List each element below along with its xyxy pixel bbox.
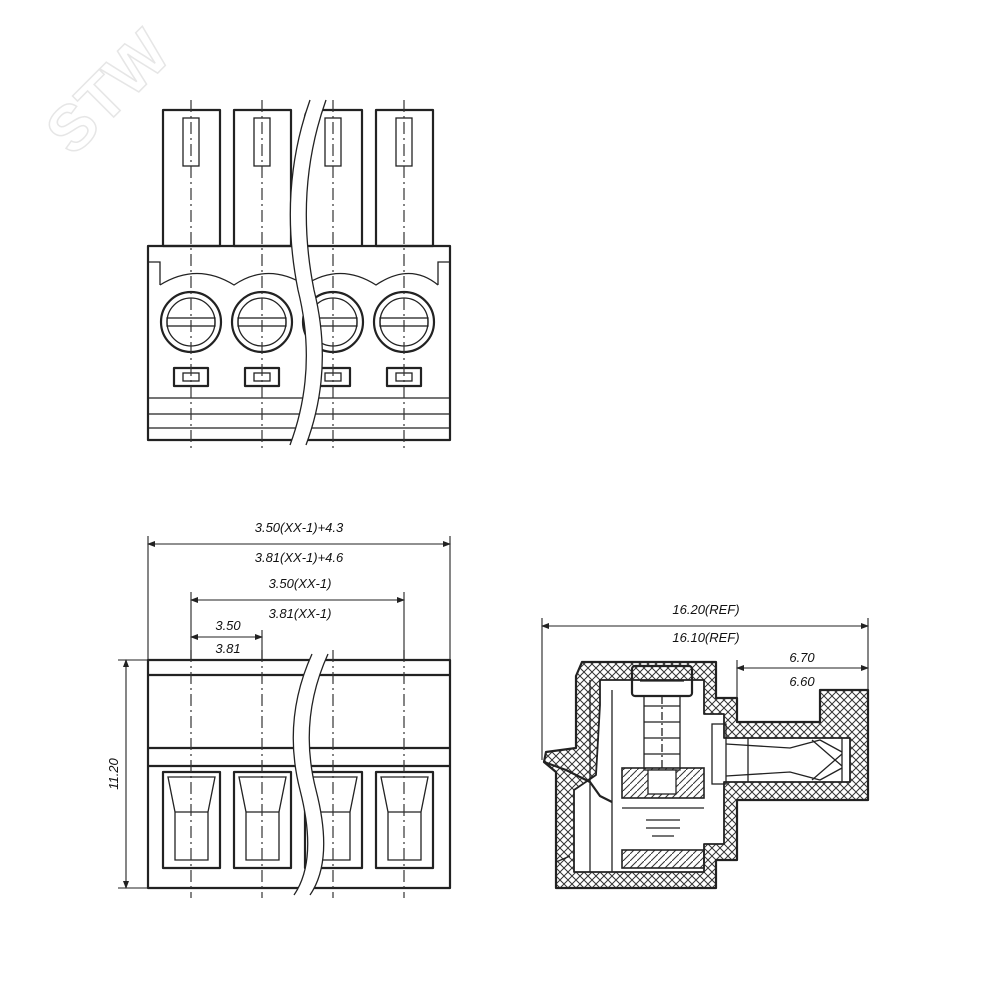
- length-1610-label: 16.10(REF): [672, 630, 739, 645]
- overall-width-350-label: 3.50(XX-1)+4.3: [255, 520, 344, 535]
- span-350-label: 3.50(XX-1): [269, 576, 332, 591]
- side-view: 16.20(REF) 16.10(REF) 6.70 6.60: [541, 602, 870, 890]
- top-test-holes: [172, 366, 423, 388]
- length-1620-label: 16.20(REF): [672, 602, 739, 617]
- top-view: [146, 99, 452, 450]
- pin-670-label: 6.70: [789, 650, 815, 665]
- side-clamp: [621, 767, 705, 869]
- pin-660-label: 6.60: [789, 674, 815, 689]
- top-break-line: [290, 100, 326, 445]
- side-dimensions: 16.20(REF) 16.10(REF) 6.70 6.60: [541, 602, 869, 760]
- watermark-logo: STW: [32, 16, 184, 168]
- pitch-350-label: 3.50: [215, 618, 241, 633]
- front-sockets: [161, 770, 435, 870]
- overall-width-381-label: 3.81(XX-1)+4.6: [255, 550, 344, 565]
- front-center-lines: [190, 650, 405, 898]
- span-381-label: 3.81(XX-1): [269, 606, 332, 621]
- side-contact: [711, 723, 843, 785]
- top-center-lines: [190, 100, 405, 450]
- front-dimensions: 3.50(XX-1)+4.3 3.81(XX-1)+4.6 3.50(XX-1)…: [106, 520, 451, 889]
- pitch-381-label: 3.81: [215, 641, 240, 656]
- front-view: 3.50(XX-1)+4.3 3.81(XX-1)+4.6 3.50(XX-1)…: [106, 520, 452, 898]
- height-label: 11.20: [106, 757, 121, 789]
- top-screws: [159, 290, 436, 354]
